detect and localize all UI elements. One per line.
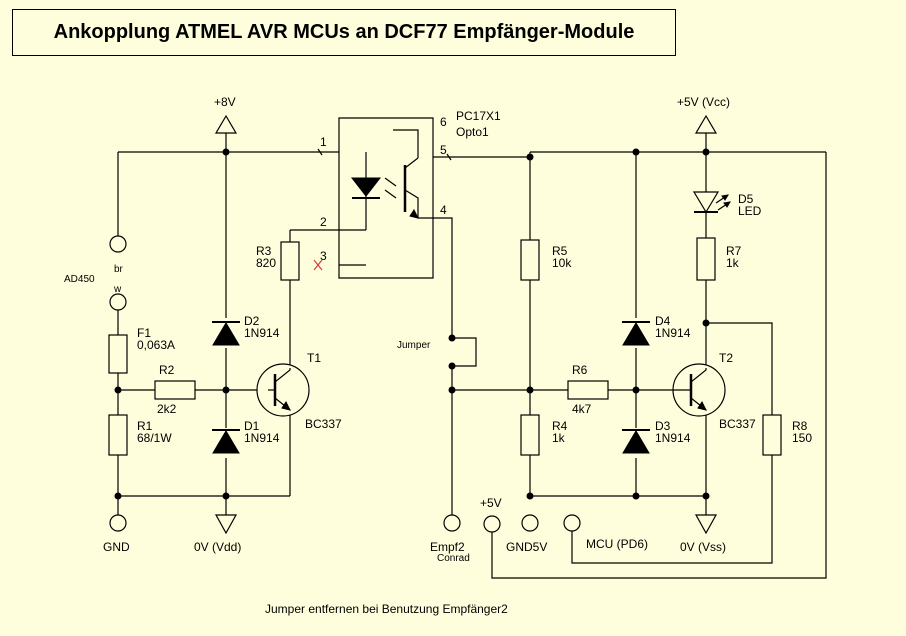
ground-vdd-symbol bbox=[214, 514, 238, 535]
label-br: br bbox=[114, 264, 124, 275]
r7-val: 1k bbox=[726, 256, 740, 270]
transistor-t1 bbox=[256, 363, 310, 417]
diode-d1 bbox=[212, 429, 240, 454]
label-conrad: Conrad bbox=[437, 553, 470, 564]
resistor-r6 bbox=[567, 380, 609, 400]
r1-ref: R1 bbox=[137, 419, 153, 433]
terminals bbox=[109, 235, 581, 533]
r4-ref: R4 bbox=[552, 419, 568, 433]
label-5vcc: +5V (Vcc) bbox=[677, 95, 730, 109]
diode-d4 bbox=[622, 321, 650, 346]
label-8v: +8V bbox=[214, 95, 236, 109]
label-gnd: GND bbox=[103, 540, 130, 554]
resistor-r4 bbox=[520, 414, 540, 456]
supply-5vcc-symbol bbox=[694, 114, 718, 134]
r4-val: 1k bbox=[552, 431, 566, 445]
opto-led bbox=[350, 177, 382, 199]
junctions bbox=[114, 148, 710, 500]
fuse-f1 bbox=[108, 334, 128, 374]
f1-val: 0,063A bbox=[137, 338, 175, 352]
terminal-gnd5v bbox=[521, 514, 539, 532]
terminal-gnd bbox=[109, 514, 127, 532]
opto-pin5: 5 bbox=[440, 143, 447, 157]
diode-d2 bbox=[212, 321, 240, 346]
d5-ref: D5 bbox=[738, 192, 754, 206]
r8-val: 150 bbox=[792, 431, 812, 445]
title-box: Ankopplung ATMEL AVR MCUs an DCF77 Empfä… bbox=[12, 9, 676, 56]
r5-val: 10k bbox=[552, 256, 572, 270]
f1-ref: F1 bbox=[137, 326, 151, 340]
d1-ref: D1 bbox=[244, 419, 260, 433]
d4-ref: D4 bbox=[655, 314, 671, 328]
opto-name: Opto1 bbox=[456, 125, 489, 139]
opto-ref: PC17X1 bbox=[456, 109, 501, 123]
d4-val: 1N914 bbox=[655, 326, 691, 340]
r2-ref: R2 bbox=[159, 363, 175, 377]
terminal-mcu bbox=[563, 514, 581, 532]
led-d5 bbox=[692, 191, 731, 214]
terminal-w bbox=[109, 293, 127, 311]
label-w: w bbox=[113, 284, 122, 295]
r6-ref: R6 bbox=[572, 363, 588, 377]
label-empf2: Empf2 bbox=[430, 540, 465, 554]
r1-val: 68/1W bbox=[137, 431, 172, 445]
label-mcu: MCU (PD6) bbox=[586, 537, 648, 551]
d5-val: LED bbox=[738, 204, 762, 218]
r6-val: 4k7 bbox=[572, 402, 592, 416]
d2-ref: D2 bbox=[244, 314, 260, 328]
labels: +8V +5V (Vcc) 0V (Vdd) 0V (Vss) GND GND5… bbox=[64, 95, 812, 616]
r5-ref: R5 bbox=[552, 244, 568, 258]
opto-pin1: 1 bbox=[320, 135, 327, 149]
t1-val: BC337 bbox=[305, 417, 342, 431]
terminal-p5v bbox=[483, 515, 501, 533]
page-title: Ankopplung ATMEL AVR MCUs an DCF77 Empfä… bbox=[53, 21, 635, 43]
r7-ref: R7 bbox=[726, 244, 742, 258]
r3-val: 820 bbox=[256, 256, 276, 270]
label-p5v: +5V bbox=[480, 496, 502, 510]
d1-val: 1N914 bbox=[244, 431, 280, 445]
d2-val: 1N914 bbox=[244, 326, 280, 340]
label-gnd5v: GND5V bbox=[506, 540, 547, 554]
d3-val: 1N914 bbox=[655, 431, 691, 445]
resistor-r3 bbox=[280, 241, 300, 281]
r8-ref: R8 bbox=[792, 419, 808, 433]
footer-note: Jumper entfernen bei Benutzung Empfänger… bbox=[265, 602, 508, 616]
terminal-br bbox=[109, 235, 127, 253]
resistor-r7 bbox=[696, 237, 716, 281]
wires bbox=[117, 117, 827, 579]
t2-val: BC337 bbox=[719, 417, 756, 431]
resistor-r8 bbox=[762, 414, 782, 456]
supply-8v-symbol bbox=[214, 114, 238, 134]
label-0vdd: 0V (Vdd) bbox=[194, 540, 241, 554]
opto-pin6: 6 bbox=[440, 115, 447, 129]
r2-val: 2k2 bbox=[157, 402, 177, 416]
opto-pin2: 2 bbox=[320, 215, 327, 229]
resistor-r5 bbox=[520, 239, 540, 281]
terminal-empf2 bbox=[443, 514, 461, 532]
resistor-r1 bbox=[108, 414, 128, 456]
t2-ref: T2 bbox=[719, 351, 733, 365]
label-jumper: Jumper bbox=[397, 340, 431, 351]
diode-d3 bbox=[622, 429, 650, 454]
r3-ref: R3 bbox=[256, 244, 272, 258]
transistor-t2 bbox=[671, 363, 726, 417]
label-0vss: 0V (Vss) bbox=[680, 540, 726, 554]
resistor-r2 bbox=[154, 380, 196, 400]
opto-pin3: 3 bbox=[320, 249, 327, 263]
d3-ref: D3 bbox=[655, 419, 671, 433]
ground-vss-symbol bbox=[694, 514, 718, 535]
label-ad450: AD450 bbox=[64, 274, 95, 285]
opto-phototransistor bbox=[384, 165, 419, 219]
resistors bbox=[108, 237, 782, 456]
opto-pin4: 4 bbox=[440, 203, 447, 217]
t1-ref: T1 bbox=[307, 351, 321, 365]
